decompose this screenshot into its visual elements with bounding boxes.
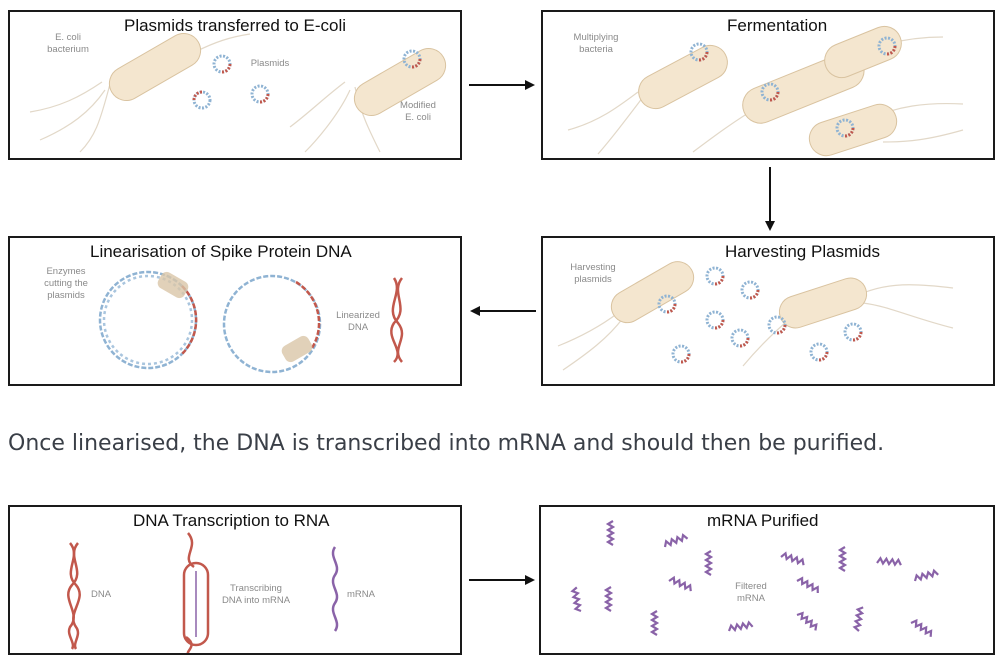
panel-title: mRNA Purified <box>707 511 819 530</box>
panel-mrna-purified: mRNA Purified Filtered mRNA <box>539 505 995 655</box>
panel-harvesting-plasmids: Harvesting Plasmids Harvesting plasmids <box>541 236 995 386</box>
label-linearized-dna: Linearized DNA <box>336 310 380 333</box>
label-multiplying-bacteria: Multiplying bacteria <box>573 32 619 55</box>
plasmid-transfer-illustration <box>29 33 447 153</box>
panel-title: DNA Transcription to RNA <box>133 511 330 530</box>
label-harvesting-plasmids: Harvesting plasmids <box>570 262 616 285</box>
panel-title: Linearisation of Spike Protein DNA <box>90 242 352 261</box>
caption-text: Once linearised, the DNA is transcribed … <box>8 431 885 456</box>
panel-linearisation: Linearisation of Spike Protein DNA Enzym… <box>8 236 462 386</box>
arrow-left-icon <box>470 306 536 316</box>
arrow-down-icon <box>765 167 775 231</box>
panel-title: Harvesting Plasmids <box>725 242 880 261</box>
label-modified-ecoli: Modified E. coli <box>400 100 436 123</box>
label-enzymes: Enzymes cutting the plasmids <box>44 266 88 301</box>
panel-dna-transcription: DNA Transcription to RNA DNA Transcribin… <box>8 505 462 655</box>
fermentation-illustration <box>567 25 964 157</box>
label-plasmids: Plasmids <box>250 58 290 69</box>
panel-fermentation: Fermentation Multiplying bacteria <box>541 10 995 160</box>
transcription-illustration <box>67 532 339 653</box>
panel-title: Plasmids transferred to E-coli <box>123 16 347 35</box>
label-ecoli: E. coli bacterium <box>47 32 89 55</box>
panel-title: Fermentation <box>727 16 828 35</box>
label-transcribing: Transcribing DNA into mRNA <box>221 583 291 606</box>
linearisation-illustration <box>98 270 404 374</box>
label-dna: DNA <box>90 589 112 600</box>
harvesting-illustration <box>557 261 954 371</box>
arrow-right-icon <box>469 80 535 90</box>
panel-plasmids-transfer: Plasmids transferred to E-coli E. coli b… <box>8 10 462 160</box>
label-filtered-mrna: Filtered mRNA <box>735 581 767 604</box>
label-mrna: mRNA <box>347 589 375 600</box>
arrow-right-icon <box>469 575 535 585</box>
